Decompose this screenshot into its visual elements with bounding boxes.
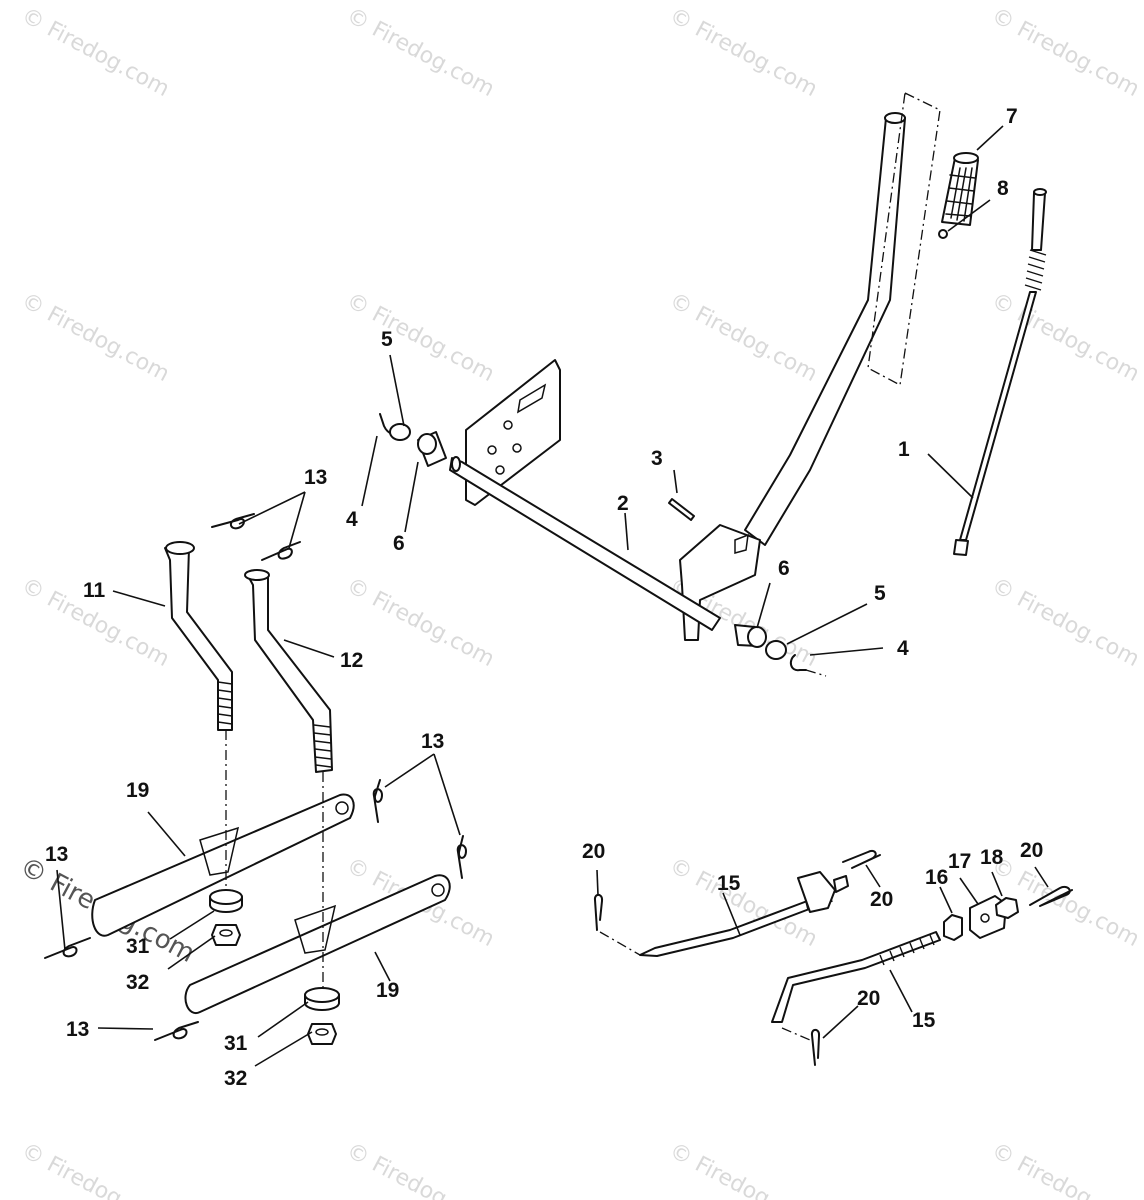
hairpin-clip: [261, 541, 301, 561]
watermark: © Firedog.com: [987, 573, 1143, 672]
callout-20: 20: [582, 840, 605, 863]
handle-grip: [941, 152, 979, 226]
callout-3: 3: [651, 447, 663, 470]
height-adjust-rod: [953, 188, 1047, 556]
callout-5: 5: [874, 582, 886, 605]
centerline: [599, 931, 641, 956]
hairpin-clip: [456, 835, 467, 879]
cotter-pin: [593, 893, 604, 931]
bushing-set-left: [379, 413, 447, 467]
watermark: © Firedog.com: [665, 288, 821, 387]
callout-7: 7: [1006, 105, 1018, 128]
cotter-pin: [1029, 885, 1073, 907]
leader-lines: [56, 125, 1049, 1067]
callout-20: 20: [857, 987, 880, 1010]
callout-12: 12: [340, 649, 363, 672]
callout-5: 5: [381, 328, 393, 351]
spacer-upper: [209, 889, 243, 913]
ball: [938, 229, 948, 239]
callout-13: 13: [66, 1018, 89, 1041]
watermark: © Firedog.com: [342, 573, 498, 672]
hairpin-clip: [154, 1021, 199, 1041]
deck-rod-upper: [639, 871, 849, 957]
watermark: © Firedog.com: [17, 1138, 173, 1200]
callout-19: 19: [376, 979, 399, 1002]
lift-link-12: [244, 569, 333, 773]
callout-2: 2: [617, 492, 629, 515]
callouts: 1 2 3 4 4 5 5 6 6 7 8 11 12 13 13 13 13 …: [45, 105, 1043, 1090]
callout-4: 4: [897, 637, 909, 660]
watermark: © Firedog.com: [987, 3, 1143, 102]
lock-nut: [995, 897, 1019, 919]
cotter-pin: [842, 849, 881, 869]
handle-extension-outline: [867, 92, 941, 387]
jam-nut: [943, 914, 963, 941]
bushing-set-right: [734, 624, 827, 677]
callout-6: 6: [778, 557, 790, 580]
callout-32: 32: [126, 971, 149, 994]
callout-15: 15: [717, 872, 741, 895]
lift-arm-upper: [91, 793, 355, 937]
callout-20: 20: [1020, 839, 1043, 862]
callout-13: 13: [304, 466, 327, 489]
callout-15: 15: [912, 1009, 936, 1032]
callout-31: 31: [224, 1032, 248, 1055]
hairpin-clip: [211, 513, 255, 530]
callout-32: 32: [224, 1067, 247, 1090]
watermark: © Firedog.com: [665, 3, 821, 102]
watermark: © Firedog.com: [342, 288, 498, 387]
callout-8: 8: [997, 177, 1009, 200]
callout-1: 1: [898, 438, 910, 461]
callout-20: 20: [870, 888, 893, 911]
watermark: © Firedog.com: [987, 1138, 1143, 1200]
deck-rod-lower: [771, 931, 941, 1041]
lift-shaft: [449, 456, 721, 631]
watermark: © Firedog.com: [17, 288, 173, 387]
watermark: © Firedog.com: [665, 1138, 821, 1200]
callout-18: 18: [980, 846, 1004, 869]
watermark: © Firedog.com: [17, 3, 173, 102]
cotter-pin: [810, 1028, 821, 1066]
callout-11: 11: [83, 579, 106, 602]
watermark: © Firedog.com: [665, 853, 821, 952]
callout-13: 13: [45, 843, 68, 866]
nut-lower: [307, 1023, 337, 1045]
callout-16: 16: [925, 866, 948, 889]
pin: [668, 498, 695, 521]
watermark: © Firedog.com: [342, 1138, 498, 1200]
callout-19: 19: [126, 779, 149, 802]
callout-31: 31: [126, 935, 150, 958]
nut-upper: [211, 924, 241, 946]
hairpin-clip: [372, 779, 383, 823]
callout-13: 13: [421, 730, 444, 753]
lift-link-11: [164, 541, 233, 731]
callout-6: 6: [393, 532, 405, 555]
spacer-lower: [304, 987, 340, 1011]
callout-4: 4: [346, 508, 358, 531]
mounting-bracket: [465, 359, 561, 506]
hairpin-clip: [44, 937, 91, 959]
callout-17: 17: [948, 850, 971, 873]
lift-arm-lower: [184, 874, 451, 1015]
watermark: © Firedog.com: [342, 3, 498, 102]
